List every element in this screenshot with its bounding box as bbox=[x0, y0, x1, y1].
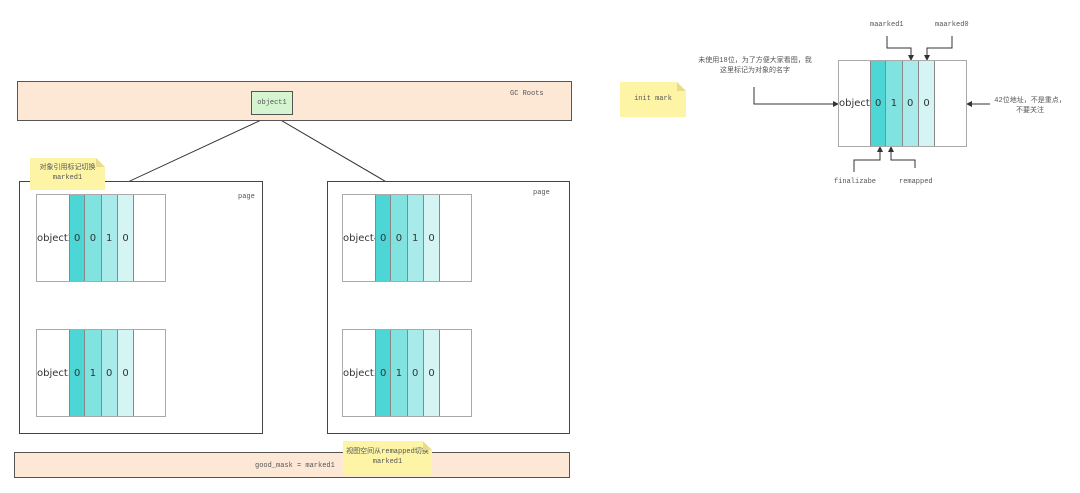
finalizable-label: finalizabe bbox=[834, 178, 877, 186]
mark-bit-cell: 1 bbox=[407, 195, 424, 281]
mark-bit-cell: 0 bbox=[407, 330, 424, 416]
mark-bit-cell: 0 bbox=[375, 330, 392, 416]
arrow-unused bbox=[753, 87, 839, 107]
mark-bit-cell: 1 bbox=[101, 195, 118, 281]
mark-bit-cell: 0 bbox=[375, 195, 392, 281]
mark-bit-cell: 0 bbox=[902, 61, 919, 146]
mark-bit-cell: 0 bbox=[391, 195, 408, 281]
gc-roots-area bbox=[17, 81, 572, 121]
mark-bit-cell: 1 bbox=[391, 330, 408, 416]
object-name: object bbox=[839, 98, 870, 109]
mark-bit-cell: 0 bbox=[117, 330, 135, 416]
arrow-remapped bbox=[888, 146, 916, 168]
address-bits-desc: 42位地址，不是重点， 不要关注 bbox=[994, 97, 1066, 115]
unused-bits-desc: 未使用18位，为了方便大家看图，我 这里标记为对象的名字 bbox=[698, 57, 812, 75]
marked1-label: maarked1 bbox=[870, 21, 904, 29]
arrow-marked0 bbox=[924, 36, 953, 61]
object-name: object4 bbox=[343, 232, 381, 244]
mark-bit-cell: 0 bbox=[101, 330, 118, 416]
gc-roots-label: GC Roots bbox=[510, 90, 544, 98]
page-left-label: page bbox=[238, 193, 255, 201]
mark-bit-cell: 0 bbox=[423, 330, 441, 416]
object1-node[interactable]: object1 bbox=[251, 91, 293, 115]
mark-bit-cell: 0 bbox=[117, 195, 135, 281]
arrow-object1-to-object4 bbox=[271, 114, 408, 195]
arrow-marked1 bbox=[886, 36, 914, 61]
arrow-object1-to-object2 bbox=[101, 114, 273, 195]
object-name: object2 bbox=[37, 232, 75, 244]
mark-bit-cell: 0 bbox=[423, 195, 441, 281]
remapped-label: remapped bbox=[899, 178, 933, 186]
mark-bit-cell: 1 bbox=[85, 330, 102, 416]
view-note: 视图空间从remapped切换 marked1 bbox=[343, 441, 432, 475]
object-name: object3 bbox=[37, 367, 75, 379]
mark-bit-cell: 0 bbox=[69, 330, 86, 416]
mark-bit-cell: 0 bbox=[69, 195, 86, 281]
switch-note: 对象引用标记切换 marked1 bbox=[30, 158, 105, 190]
object-name: object5 bbox=[343, 367, 381, 379]
mark-bit-cell: 0 bbox=[870, 61, 887, 146]
good-mask-label: good_mask = marked1 bbox=[255, 462, 335, 470]
mark-bit-cell: 0 bbox=[85, 195, 102, 281]
init-mark-note: init mark bbox=[620, 82, 686, 117]
marked0-label: maarked0 bbox=[935, 21, 969, 29]
page-right-label: page bbox=[533, 189, 550, 197]
good-mask-area bbox=[14, 452, 570, 478]
arrow-finalizable bbox=[853, 146, 883, 172]
mark-bit-cell: 0 bbox=[918, 61, 936, 146]
mark-bit-cell: 1 bbox=[886, 61, 903, 146]
